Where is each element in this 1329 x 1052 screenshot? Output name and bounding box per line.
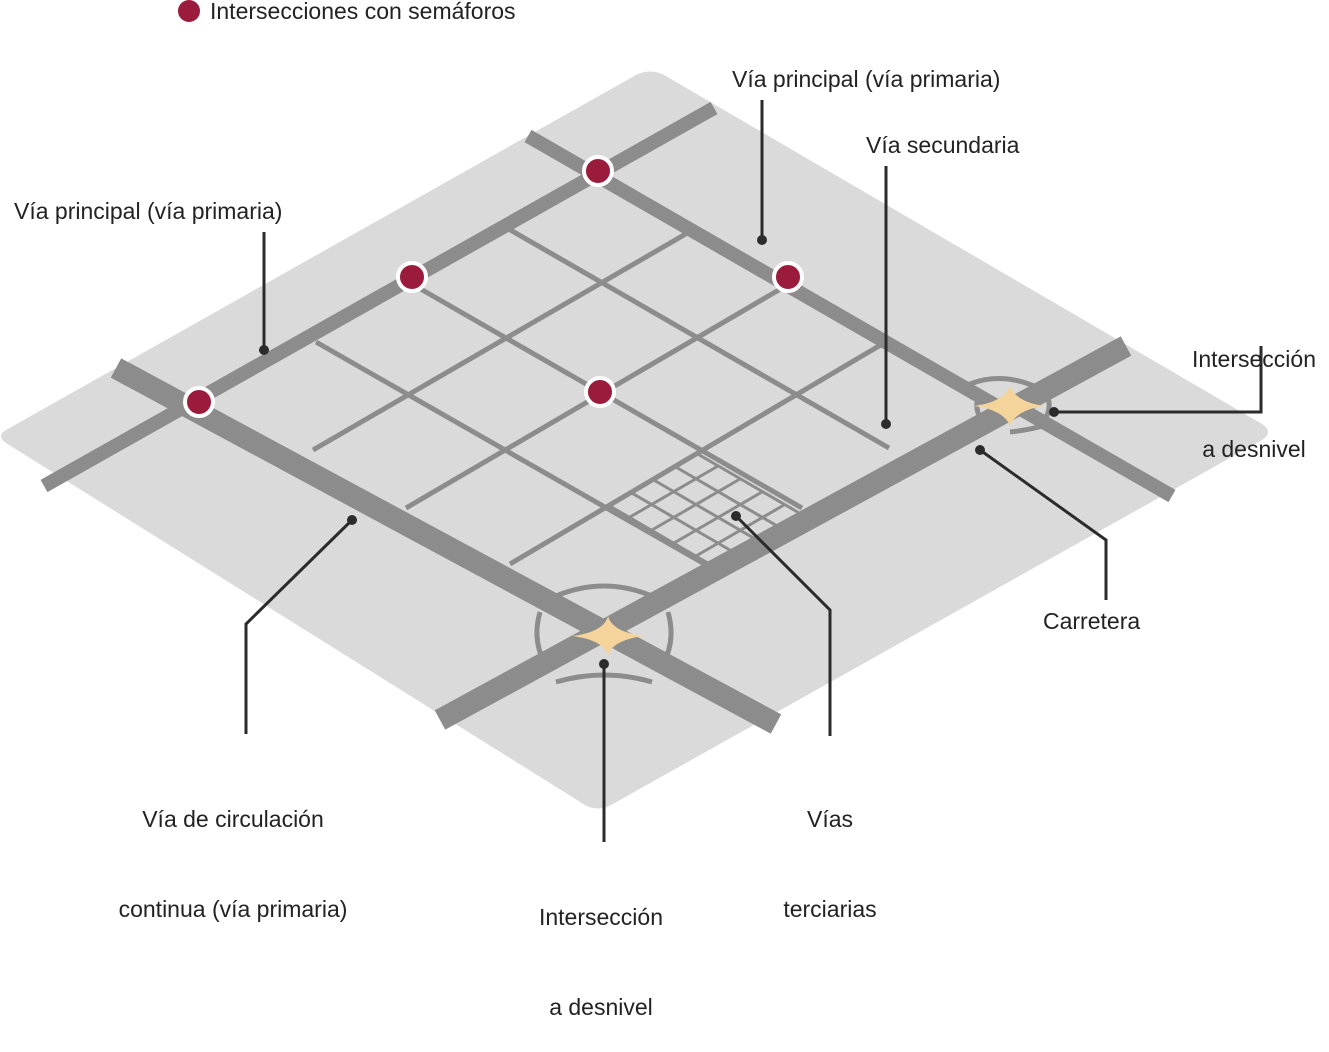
secondary-road bbox=[314, 339, 710, 569]
label-continuous-road: Vía de circulación continua (vía primari… bbox=[92, 744, 374, 954]
signal-dot-icon bbox=[584, 376, 616, 408]
interchange-right-marker bbox=[974, 386, 1044, 426]
label-primary-road-left: Vía principal (vía primaria) bbox=[14, 198, 283, 224]
label-interchange-bottom-line2: a desnivel bbox=[549, 994, 653, 1020]
secondary-road bbox=[508, 337, 891, 567]
label-highway: Carretera bbox=[1043, 608, 1141, 634]
label-primary-road-top: Vía principal (vía primaria) bbox=[732, 66, 1001, 92]
label-tertiary-roads-line2: terciarias bbox=[783, 896, 877, 922]
signal-dot-icon bbox=[772, 261, 804, 293]
label-tertiary-roads: Vías terciarias bbox=[760, 744, 900, 954]
leader-highway bbox=[979, 448, 1108, 600]
signalized-intersections bbox=[183, 155, 804, 418]
label-interchange-bottom-line1: Intersección bbox=[538, 904, 663, 930]
secondary-road bbox=[311, 225, 698, 453]
label-interchange-right: Intersección a desnivel bbox=[1178, 284, 1329, 494]
leader-lines bbox=[244, 100, 1263, 842]
label-interchange-right-line2: a desnivel bbox=[1202, 436, 1306, 462]
signal-dot-icon bbox=[582, 155, 614, 187]
interchange-ramps-right bbox=[969, 375, 1052, 435]
continuous-road bbox=[110, 358, 782, 734]
legend-label: Intersecciones con semáforos bbox=[210, 0, 516, 24]
highway-branch bbox=[1008, 397, 1176, 503]
leader-interchange-right bbox=[1054, 346, 1263, 414]
label-continuous-road-line1: Vía de circulación bbox=[142, 806, 324, 832]
signal-dot-icon bbox=[183, 386, 215, 418]
label-interchange-right-line1: Intersección bbox=[1191, 346, 1316, 372]
label-tertiary-roads-line1: Vías bbox=[806, 806, 854, 832]
leader-tertiary bbox=[734, 514, 832, 736]
interchange-bottom-marker bbox=[572, 616, 644, 656]
legend: Intersecciones con semáforos bbox=[178, 0, 516, 26]
label-interchange-bottom: Intersección a desnivel bbox=[518, 842, 684, 1052]
signal-dot-icon bbox=[178, 0, 200, 22]
leader-dots bbox=[259, 235, 1059, 669]
tertiary-roads bbox=[607, 451, 802, 568]
label-continuous-road-line2: continua (vía primaria) bbox=[118, 896, 348, 922]
road-network-diagram bbox=[1, 71, 1268, 842]
leader-continuous bbox=[244, 518, 354, 734]
label-secondary-road: Vía secundaria bbox=[866, 132, 1020, 158]
ground-plane bbox=[1, 71, 1268, 809]
signal-dot-icon bbox=[396, 261, 428, 293]
